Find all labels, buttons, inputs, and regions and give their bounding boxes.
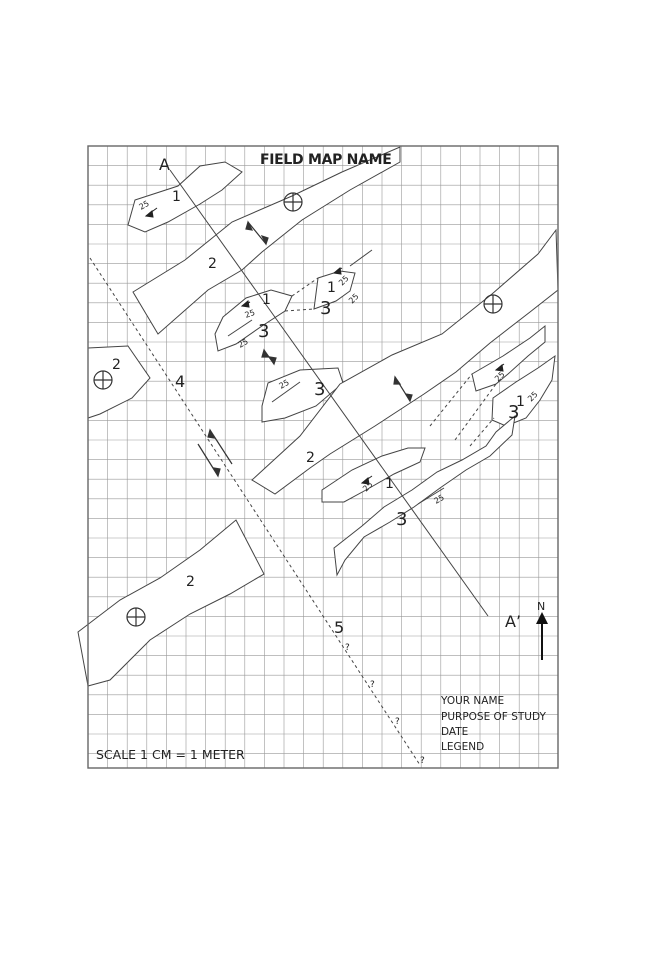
strike-line-oval (271, 381, 301, 403)
contact-dashed-right (429, 373, 497, 447)
unit-label: 3 (320, 298, 331, 319)
fold-axis-right (393, 375, 413, 403)
fault-motion-arrows (197, 428, 233, 478)
unit-label: 1 (516, 394, 525, 410)
unit-label: 1 (262, 292, 271, 308)
dip-value: 25 (244, 308, 257, 320)
bedding-symbol-4 (126, 607, 146, 627)
structural-lines (89, 169, 497, 766)
unit-label: 2 (306, 450, 315, 466)
strike-line-center (227, 319, 253, 337)
fold-axis-upper (245, 220, 269, 246)
fault-trace-dashed (89, 257, 421, 766)
map-border (87, 145, 559, 769)
uncertain-mark: ? (395, 717, 400, 727)
unit-label: 2 (208, 256, 217, 272)
fold-axis-center (261, 348, 277, 366)
info-block: YOUR NAME PURPOSE OF STUDY DATE LEGEND (440, 695, 546, 753)
uncertain-mark: ? (420, 756, 425, 766)
unit-label: 1 (327, 280, 336, 296)
bedding-symbol-2 (483, 294, 503, 314)
uncertain-marks: ? ? ? ? (345, 643, 425, 766)
map-title: FIELD MAP NAME (260, 152, 392, 168)
north-label: N (537, 600, 545, 613)
bedding-symbol-1 (283, 192, 303, 212)
outcrop-unit-1-3-right (471, 324, 546, 392)
dip-value: 25 (347, 292, 361, 306)
dip-value: 25 (138, 199, 151, 212)
strike-line-lower (417, 487, 445, 505)
uncertain-mark: ? (345, 643, 350, 653)
outcrop-unit-1-top-left (127, 161, 243, 233)
contact-dashed-upper (284, 277, 319, 312)
info-line: PURPOSE OF STUDY (441, 711, 546, 723)
dip-value: 25 (237, 337, 250, 350)
north-arrow: N (536, 600, 548, 660)
unit-label: 3 (314, 379, 325, 400)
outcrop-unit-2-right-band (251, 228, 559, 495)
outcrop-unit-3-right-small (491, 354, 556, 427)
outcrop-unit-2-bottom-band (77, 519, 265, 687)
info-line: YOUR NAME (440, 695, 504, 707)
section-label-start: A (159, 155, 170, 174)
horizontal-bedding-symbols (93, 192, 503, 627)
dip-arrows (144, 207, 505, 485)
unit-label: 5 (334, 618, 344, 637)
dip-value: 25 (433, 493, 446, 506)
scale-text: SCALE 1 CM = 1 METER (96, 747, 245, 762)
unit-label: 2 (186, 574, 195, 590)
info-line: LEGEND (441, 741, 484, 753)
unit-label: 3 (508, 402, 519, 423)
unit-label: 3 (396, 509, 407, 530)
section-label-end: A’ (505, 612, 521, 631)
fold-axes (197, 220, 413, 478)
uncertain-mark: ? (370, 680, 375, 690)
unit-label: 2 (112, 357, 121, 373)
info-line: DATE (441, 726, 468, 738)
unit-label: 3 (258, 321, 269, 342)
outcrop-unit-1-lower-lens (321, 447, 426, 503)
outcrop-unit-3-lower-band (333, 414, 516, 577)
unit-label: 4 (175, 372, 185, 391)
strike-line-upper (349, 249, 373, 267)
unit-labels: 1 2 3 4 5 1 3 1 3 2 3 2 1 3 2 3 1 2 3 (112, 189, 525, 637)
bedding-symbol-3 (93, 370, 113, 390)
dip-value: 25 (278, 378, 291, 391)
north-arrow-head-icon (536, 612, 548, 624)
unit-label: 1 (172, 189, 181, 205)
unit-label: 1 (385, 476, 394, 492)
cross-section-line (169, 169, 489, 617)
outcrops (77, 146, 559, 687)
